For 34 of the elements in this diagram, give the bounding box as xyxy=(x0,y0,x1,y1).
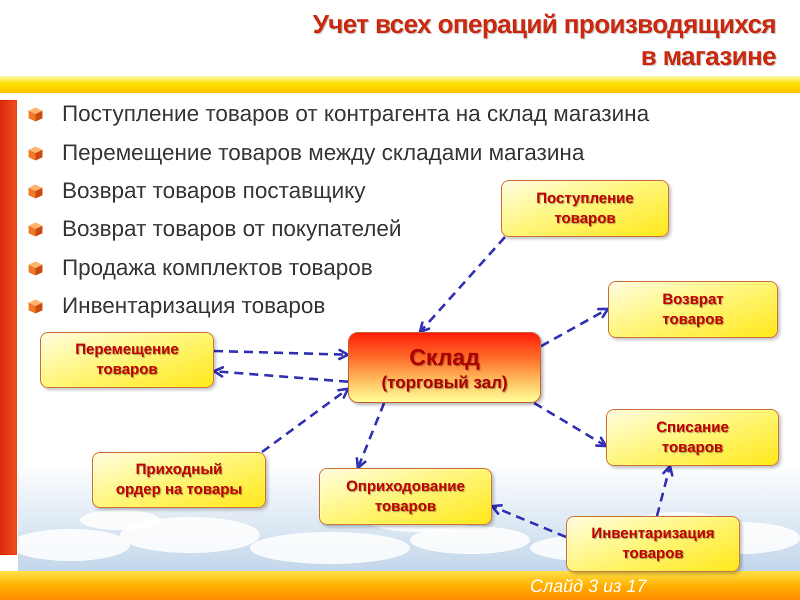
bullet-text: Инвентаризация товаров xyxy=(62,292,326,320)
process-box xyxy=(501,180,669,237)
dashed-arrow xyxy=(212,366,348,383)
process-box xyxy=(92,452,266,508)
process-box xyxy=(608,281,778,338)
process-box xyxy=(606,409,779,466)
box-label: Поступление товаров xyxy=(535,188,635,228)
process-box xyxy=(40,332,214,388)
dashed-arrow xyxy=(418,236,506,334)
dashed-arrow xyxy=(356,402,386,470)
central-box xyxy=(348,332,541,403)
dashed-arrow xyxy=(261,388,350,454)
process-box xyxy=(566,516,740,572)
bullet-text: Возврат товаров от покупателей xyxy=(62,215,402,243)
bullet-text: Возврат товаров поставщику xyxy=(62,177,366,205)
slide-title: Учет всех операций производящихся в магазине xyxy=(312,8,776,72)
bullet-text: Продажа комплектов товаров xyxy=(62,254,373,282)
box-subtitle: (торговый зал) xyxy=(381,372,508,394)
dashed-arrow xyxy=(214,348,350,360)
box-label: Перемещение товаров xyxy=(74,340,180,380)
slide-number: Слайд 3 из 17 xyxy=(530,575,647,597)
bullet-text: Перемещение товаров между складами магазина xyxy=(62,139,584,167)
box-label: Оприходование товаров xyxy=(345,476,466,516)
dashed-arrow xyxy=(490,504,566,538)
dashed-arrow xyxy=(540,308,610,348)
box-label: Приходный ордер на товары xyxy=(114,460,244,500)
dashed-arrow xyxy=(656,464,674,516)
box-title: Склад xyxy=(409,342,480,372)
box-label: Возврат товаров xyxy=(661,290,725,330)
bullet-text: Поступление товаров от контрагента на склад магазина xyxy=(62,100,650,128)
box-label: Инвентаризация товаров xyxy=(590,524,716,564)
box-label: Списание товаров xyxy=(655,418,730,458)
dashed-arrow xyxy=(533,402,608,448)
process-box xyxy=(319,468,492,525)
